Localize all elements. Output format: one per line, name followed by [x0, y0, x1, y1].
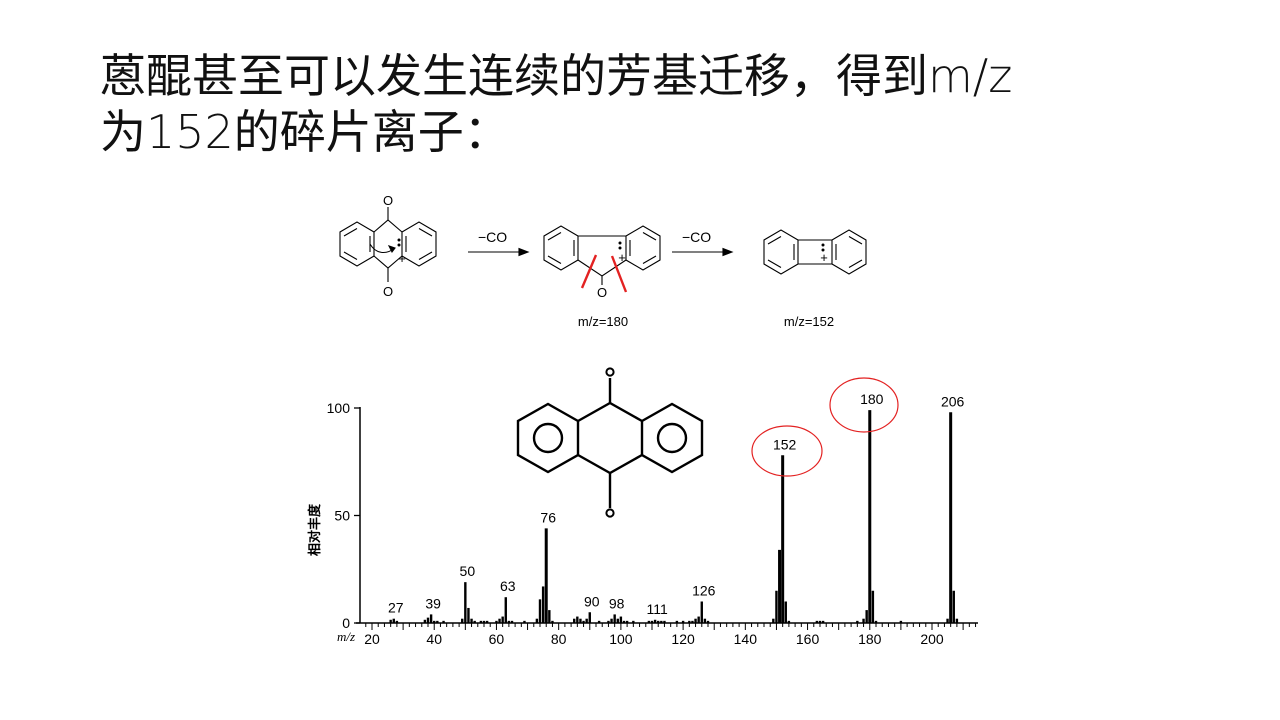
peak-label-90: 90 [584, 593, 600, 609]
fluorenone-charge: + [618, 250, 626, 265]
anthraquinone-bottom-oxygen: O [383, 284, 393, 299]
arrow-1-label: −CO [478, 229, 507, 245]
peak-label-39: 39 [425, 595, 441, 611]
x-tick-label-120: 120 [671, 631, 695, 647]
mass-spectrum: 0 50 100 20 40 60 80 100 120 140 160 180 200 27 39 50… [307, 367, 978, 647]
peak-label-180: 180 [860, 391, 884, 407]
peak-label-111: 111 [646, 601, 667, 617]
highlight-circle-180 [829, 377, 899, 433]
x-tick-label-100: 100 [609, 631, 633, 647]
anthraquinone-structure-inset [516, 367, 704, 518]
y-tick-label-50: 50 [334, 508, 350, 524]
anthraquinone-molecular-ion [339, 207, 437, 282]
peak-label-50: 50 [460, 563, 476, 579]
fluorenone-oxygen: O [597, 285, 607, 300]
peak-label-63: 63 [500, 578, 516, 594]
spectrum-peaks [389, 410, 959, 623]
peak-label-98: 98 [609, 595, 625, 611]
product-mz-label: m/z=152 [784, 314, 834, 329]
reaction-scheme [339, 207, 867, 293]
x-tick-label-180: 180 [858, 631, 882, 647]
x-tick-label-80: 80 [551, 631, 567, 647]
x-tick-label-140: 140 [734, 631, 758, 647]
x-axis-ticks: 20 40 60 80 100 120 140 160 180 200 [364, 623, 977, 647]
anthraquinone-charge: + [398, 251, 406, 266]
highlight-circle-152 [751, 425, 823, 477]
x-tick-label-160: 160 [796, 631, 820, 647]
biphenylene-ion [763, 229, 867, 275]
peak-label-152: 152 [773, 436, 797, 452]
y-axis-ticks: 0 50 100 [327, 400, 360, 631]
title-line-1: 蒽醌甚至可以发生连续的芳基迁移，得到m/z [100, 49, 1013, 103]
y-tick-label-0: 0 [342, 615, 350, 631]
x-tick-label-60: 60 [489, 631, 505, 647]
peak-labels: 27 39 50 63 76 90 98 111 126 152 180 206 [388, 391, 965, 617]
slide-title: 蒽醌甚至可以发生连续的芳基迁移，得到m/z 为152的碎片离子： [100, 48, 1200, 160]
x-tick-label-40: 40 [426, 631, 442, 647]
x-tick-label-200: 200 [920, 631, 944, 647]
reaction-arrow-1 [468, 247, 530, 257]
y-axis-label: 相对丰度 [307, 503, 322, 556]
fluorenone-ion [543, 225, 661, 293]
x-axis-label: m/z [337, 629, 355, 644]
peak-label-126: 126 [692, 583, 716, 599]
anthraquinone-top-oxygen: O [383, 193, 393, 208]
y-tick-label-100: 100 [327, 400, 351, 416]
intermediate-mz-label: m/z=180 [578, 314, 628, 329]
x-tick-label-20: 20 [364, 631, 380, 647]
reaction-arrow-2 [672, 247, 734, 257]
peak-label-76: 76 [540, 509, 556, 525]
arrow-2-label: −CO [682, 229, 711, 245]
peak-label-206: 206 [941, 393, 965, 409]
scheme-labels: −CO −CO O O + O + + m/z=180 m/z=152 [383, 193, 834, 329]
title-line-2: 为152的碎片离子： [100, 105, 510, 159]
biphenylene-charge: + [820, 250, 828, 265]
peak-label-27: 27 [388, 600, 404, 616]
